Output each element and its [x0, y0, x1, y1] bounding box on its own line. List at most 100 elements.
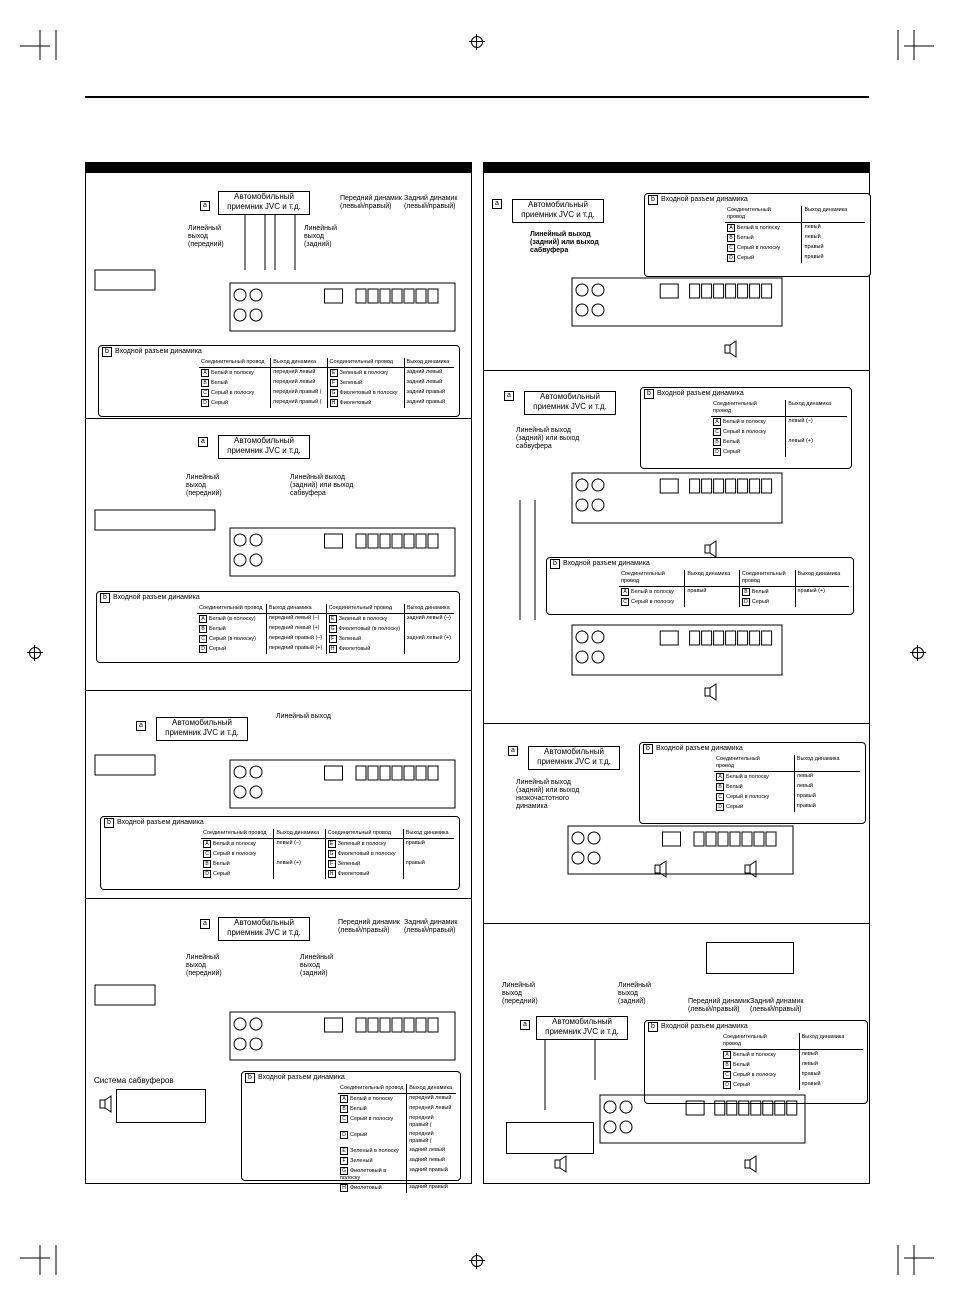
rear-speaker-label: Задний динамик (левый/правый) — [750, 998, 804, 1013]
speaker-output: задний правый — [403, 398, 454, 408]
wire-letter: D — [723, 1081, 731, 1089]
wire-name: Зеленый в полоску — [339, 370, 389, 376]
tag-a: a — [198, 437, 208, 447]
high-input-connector — [324, 765, 343, 781]
speaker-terminal — [717, 831, 729, 847]
speaker-terminal — [713, 478, 725, 494]
speaker-terminal — [355, 288, 367, 304]
wire-name: Серый — [211, 400, 229, 406]
wire-name: Серый в полоску — [631, 599, 675, 605]
speaker-output: правый — [798, 1080, 863, 1090]
speaker-terminal — [749, 630, 761, 646]
speaker-output: левый — [801, 233, 865, 243]
receiver-box: Автомобильный приемник JVC и т.д. — [218, 435, 310, 459]
speaker-output: задний левый (–) — [403, 613, 454, 624]
rca-jack — [619, 1120, 633, 1134]
wire-name: Фиолетовый — [337, 871, 370, 877]
wire-letter: B — [723, 1061, 731, 1069]
high-input-connector — [659, 283, 679, 299]
speaker-output — [402, 869, 454, 879]
speaker-output: передний левый (–) — [265, 613, 327, 624]
rca-jack — [233, 765, 247, 779]
speaker-output: левый (–) — [785, 416, 847, 427]
rca-jack — [619, 1100, 633, 1114]
right-column: a Автомобильный приемник JVC и т.д. Лине… — [483, 162, 871, 1184]
wire-letter: E — [327, 840, 336, 848]
speaker-terminal — [701, 630, 713, 646]
wire-name: Белый — [726, 784, 743, 790]
wire-letter: B — [199, 625, 207, 633]
speaker-icon — [704, 683, 717, 701]
wire-letter: F — [328, 635, 337, 643]
wire-name: Серый — [350, 1132, 368, 1138]
speaker-output: передний правый (–) — [265, 634, 327, 644]
speaker-terminal — [705, 831, 717, 847]
wire-letter: D — [201, 399, 209, 407]
wire-letter: B — [201, 379, 209, 387]
tag-a: a — [200, 919, 210, 929]
speaker-output: передний правый ( — [270, 398, 328, 408]
wire-name: Белый — [350, 1106, 367, 1112]
speaker-terminal — [725, 630, 737, 646]
speaker-terminal — [765, 831, 777, 847]
wire-name: Зеленый в полоску — [337, 841, 387, 847]
amplifier-panel — [571, 472, 783, 524]
receiver-box: Автомобильный приемник JVC и т.д. — [536, 1016, 628, 1040]
amplifier-panel — [229, 282, 456, 332]
left-panel-4: a Автомобильный приемник JVC и т.д. Лине… — [86, 898, 471, 1193]
rca-jack — [233, 553, 247, 567]
speaker-terminal — [761, 630, 773, 646]
speaker-terminal — [379, 533, 391, 549]
speaker-terminal — [427, 1017, 439, 1033]
line-out-label: Линейный выход — [276, 713, 331, 720]
wire-letter: F — [327, 860, 336, 868]
speaker-terminal — [355, 1017, 367, 1033]
speaker-terminal — [726, 1100, 738, 1116]
wire-name: Серый в полоску — [726, 794, 770, 800]
registration-mark-top — [469, 34, 485, 50]
rear-speaker-label: Задний динамик (левый/правый) — [404, 195, 458, 210]
tag-a: a — [508, 746, 518, 756]
wire-letter: C — [201, 389, 209, 397]
rca-jack — [233, 1037, 247, 1051]
speaker-output: передний правый ( — [406, 1114, 456, 1130]
tag-a: a — [492, 199, 502, 209]
rca-jack — [233, 288, 247, 302]
amplifier-side — [94, 754, 156, 776]
wire-letter: H — [328, 645, 337, 653]
wire-name: Серый — [751, 599, 769, 605]
line-out-front-label: Линейный выход (передний) — [186, 954, 222, 977]
rca-jack — [575, 630, 589, 644]
speaker-output — [684, 597, 740, 607]
receiver-box: Автомобильный приемник JVC и т.д. — [218, 191, 310, 215]
speaker-output: передний левый (+) — [265, 624, 327, 634]
amplifier-panel — [567, 825, 794, 875]
wire-letter: A — [716, 773, 724, 781]
rca-jack — [571, 831, 585, 845]
speaker-output: передний левый — [406, 1104, 456, 1114]
wire-letter: E — [329, 369, 338, 377]
speaker-output — [403, 624, 454, 634]
speaker-output: левый (–) — [273, 838, 326, 849]
amplifier-panel — [229, 759, 456, 809]
rca-jack — [233, 533, 247, 547]
tag-a: a — [520, 1020, 530, 1030]
wire-name: Зеленый — [350, 1158, 373, 1164]
line-out-rear-low-label: Линейный выход (задний) или выход низкоч… — [516, 779, 580, 810]
speaker-terminal — [762, 1100, 774, 1116]
rear-speaker-label: Задний динамик (левый/правый) — [404, 919, 458, 934]
speaker-icon — [704, 540, 717, 558]
rca-jack — [249, 785, 263, 799]
